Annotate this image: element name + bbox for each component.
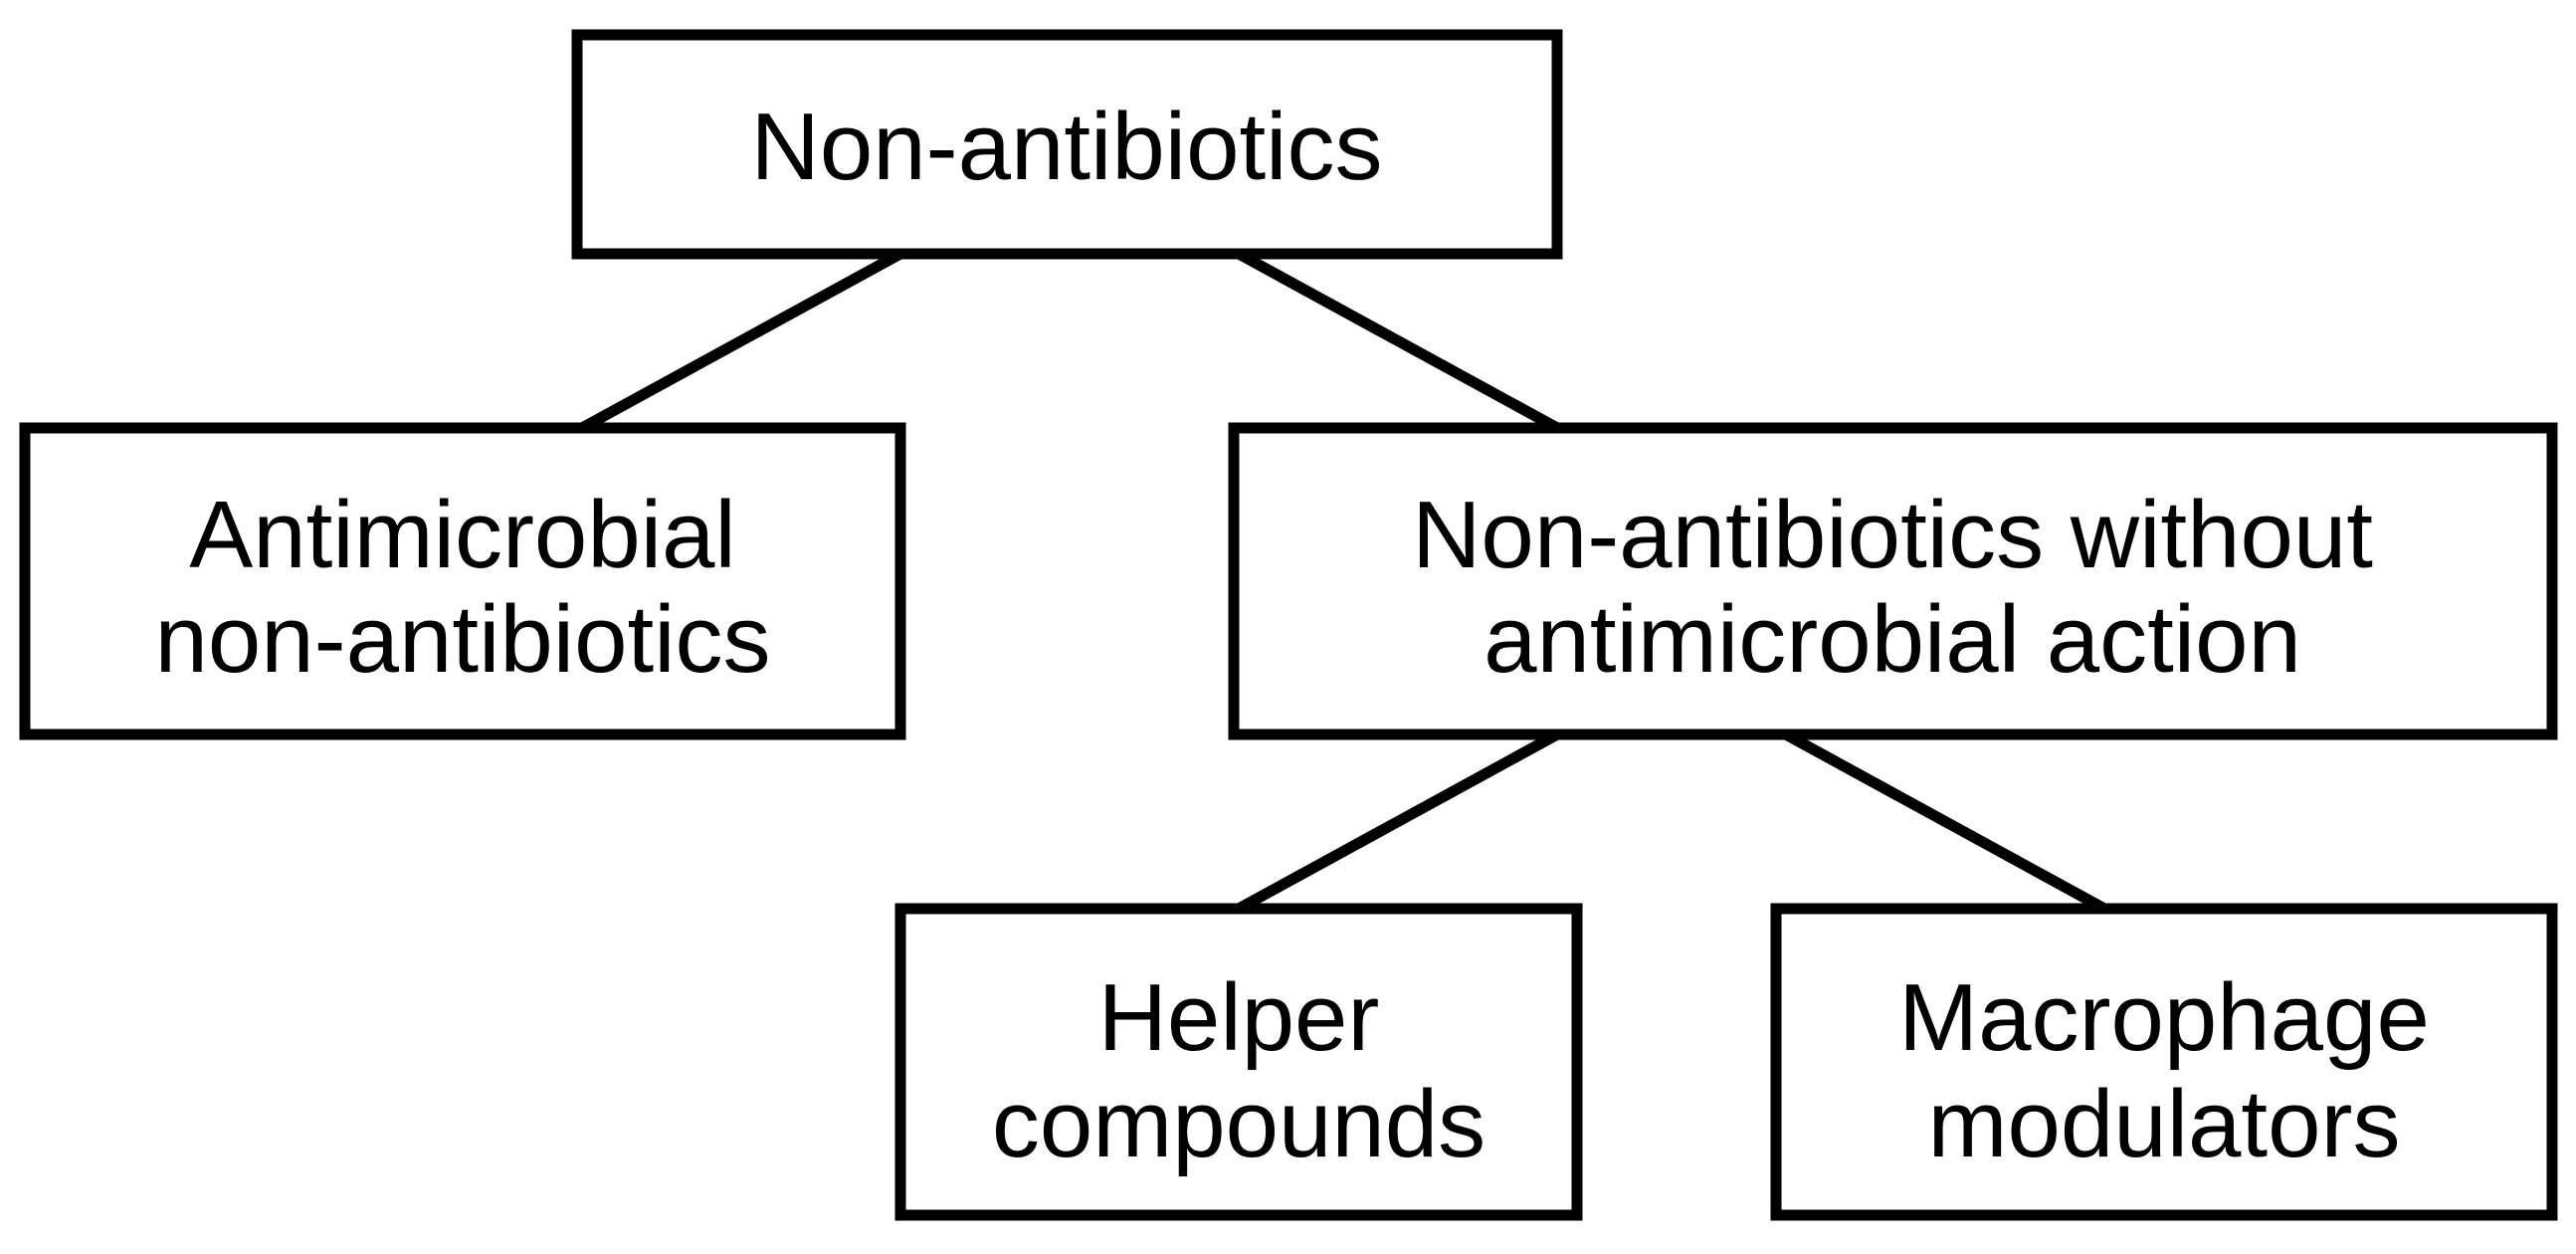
node-non-antibiotics: Non-antibiotics [571, 29, 1563, 260]
node-non-antibiotics-without-antimicrobial-action: Non-antibiotics without antimicrobial ac… [1228, 422, 2558, 740]
node-antimicrobial-non-antibiotics: Antimicrobial non-antibiotics [19, 422, 906, 740]
edge-root-to-without-action [1236, 249, 1560, 433]
node-label-line: Antimicrobial [189, 482, 736, 588]
node-box [571, 29, 1563, 260]
node-label-line: modulators [1928, 1071, 2401, 1177]
edge-root-to-antimicrobial [579, 249, 903, 433]
node-label-line: antimicrobial action [1484, 586, 2301, 693]
node-label-line: Macrophage [1898, 964, 2430, 1071]
edge-without-action-to-helper [1236, 730, 1560, 914]
node-box [1228, 422, 2558, 740]
node-macrophage-modulators: Macrophage modulators [1770, 903, 2558, 1221]
node-label-line: Non-antibiotics without [1412, 482, 2373, 588]
node-label-line: compounds [992, 1071, 1486, 1177]
node-box [894, 903, 1583, 1221]
node-label-line: non-antibiotics [154, 586, 770, 693]
node-box [19, 422, 906, 740]
node-box [1770, 903, 2558, 1221]
node-label-line: Helper [1098, 964, 1380, 1071]
node-helper-compounds: Helper compounds [894, 903, 1583, 1221]
edge-without-action-to-macrophage [1783, 730, 2107, 914]
node-label-line: Non-antibiotics [751, 94, 1383, 200]
